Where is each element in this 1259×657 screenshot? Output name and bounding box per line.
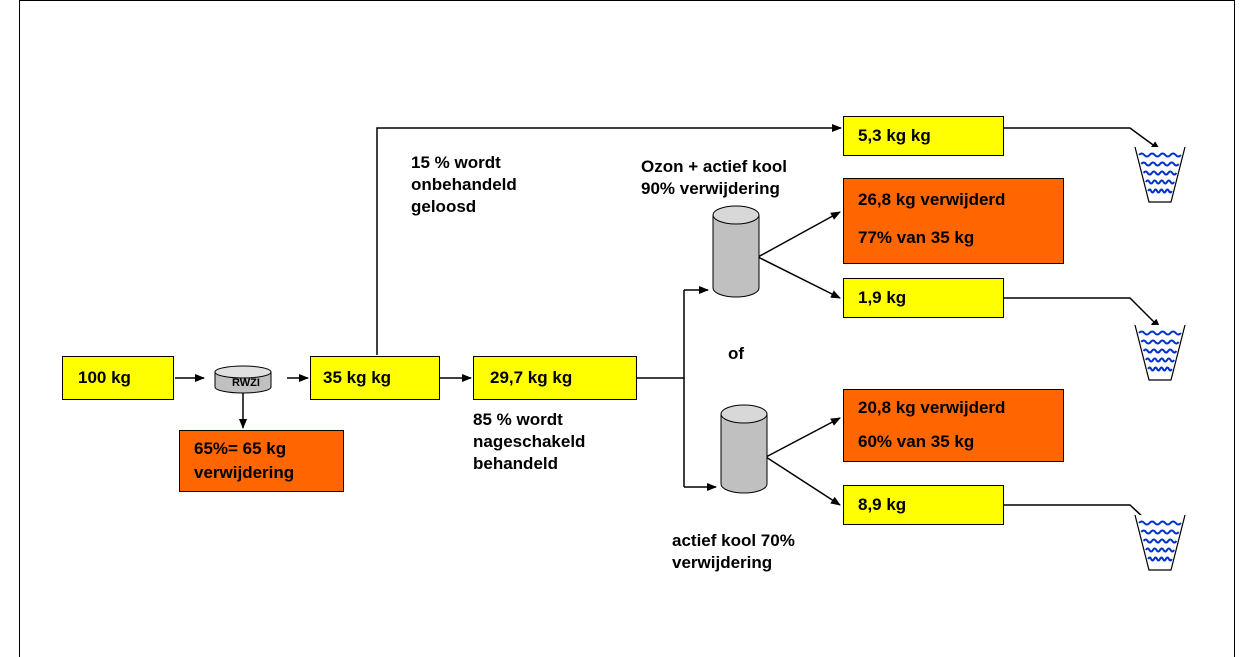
arrow-ozone-removed bbox=[757, 211, 841, 258]
bypass-line3: geloosd bbox=[411, 197, 477, 216]
split-line bbox=[637, 290, 685, 379]
water-basin-icon bbox=[1134, 324, 1186, 381]
carbon-removed-box: 20,8 kg verwijderd 60% van 35 kg bbox=[843, 389, 1064, 462]
water-wave bbox=[1142, 538, 1178, 544]
bypass-line2: onbehandeld bbox=[411, 175, 517, 194]
water-wave bbox=[1142, 170, 1178, 176]
water-wave bbox=[1145, 547, 1175, 553]
after-rwzi-label: 35 kg kg bbox=[323, 368, 392, 387]
bypass-note: 15 % wordt onbehandeld geloosd bbox=[411, 152, 517, 218]
carbon-filter-icon bbox=[720, 404, 768, 494]
water-wave bbox=[1138, 520, 1182, 526]
water-wave bbox=[1147, 556, 1173, 562]
after-rwzi-box: 35 kg kg bbox=[310, 356, 440, 400]
water-wave bbox=[1138, 330, 1182, 336]
carbon-discharge-box: 8,9 kg bbox=[843, 485, 1004, 525]
after-split-label: 29,7 kg kg bbox=[490, 368, 573, 387]
carbon-discharge-label: 8,9 kg bbox=[858, 495, 907, 514]
ozone-removed-box: 26,8 kg verwijderd 77% van 35 kg bbox=[843, 178, 1064, 264]
water-wave bbox=[1147, 366, 1173, 372]
water-basin-icon bbox=[1134, 146, 1186, 203]
rwzi-label: RWZI bbox=[232, 377, 260, 389]
water-wave bbox=[1140, 161, 1180, 167]
rwzi-removed-line1: 65%= 65 kg bbox=[194, 439, 287, 458]
arrow-basin-2 bbox=[1004, 297, 1161, 329]
ozone-line1: Ozon + actief kool bbox=[641, 157, 787, 176]
treated-line3: behandeld bbox=[473, 454, 559, 473]
rwzi-removed-box: 65%= 65 kg verwijdering bbox=[179, 430, 344, 492]
ozone-discharge-box: 1,9 kg bbox=[843, 278, 1004, 318]
ozone-discharge-label: 1,9 kg bbox=[858, 288, 907, 307]
arrow-bypass bbox=[376, 124, 842, 355]
carbon-line1: actief kool 70% bbox=[672, 531, 795, 550]
carbon-removed-line2: 60% van 35 kg bbox=[858, 432, 975, 451]
carbon-note: actief kool 70% verwijdering bbox=[672, 530, 795, 574]
ozone-filter-icon bbox=[712, 205, 760, 298]
ozone-removed-line1: 26,8 kg verwijderd bbox=[858, 190, 1006, 209]
arrow-carbon-discharge bbox=[765, 456, 841, 506]
rwzi-tank-icon bbox=[214, 365, 272, 394]
carbon-removed-line1: 20,8 kg verwijderd bbox=[858, 398, 1006, 417]
input-label: 100 kg bbox=[78, 368, 131, 387]
ozone-removed-line2: 77% van 35 kg bbox=[858, 228, 975, 247]
bypass-discharge-box: 5,3 kg kg bbox=[843, 116, 1004, 156]
arrow-basin-1 bbox=[1004, 127, 1161, 151]
ozone-note: Ozon + actief kool 90% verwijdering bbox=[641, 156, 787, 200]
treated-line2: nageschakeld bbox=[473, 432, 586, 451]
treated-line1: 85 % wordt bbox=[473, 410, 563, 429]
or-label: of bbox=[728, 344, 745, 363]
diagram-frame bbox=[19, 0, 1235, 657]
water-wave bbox=[1142, 348, 1178, 354]
water-basin-icon bbox=[1134, 514, 1186, 571]
after-split-box: 29,7 kg kg bbox=[473, 356, 637, 400]
bypass-discharge-label: 5,3 kg kg bbox=[858, 126, 931, 145]
water-wave bbox=[1147, 188, 1173, 194]
arrow-carbon-removed bbox=[765, 417, 841, 458]
rwzi-removed-line2: verwijdering bbox=[194, 463, 295, 482]
carbon-line2: verwijdering bbox=[672, 553, 773, 572]
water-wave bbox=[1140, 529, 1180, 535]
water-wave bbox=[1140, 339, 1180, 345]
input-box: 100 kg bbox=[62, 356, 174, 400]
bypass-line1: 15 % wordt bbox=[411, 153, 501, 172]
water-wave bbox=[1138, 152, 1182, 158]
water-wave bbox=[1145, 357, 1175, 363]
treated-note: 85 % wordt nageschakeld behandeld bbox=[473, 409, 585, 475]
arrow-ozone-discharge bbox=[757, 256, 841, 299]
ozone-line2: 90% verwijdering bbox=[641, 179, 780, 198]
water-wave bbox=[1145, 179, 1175, 185]
